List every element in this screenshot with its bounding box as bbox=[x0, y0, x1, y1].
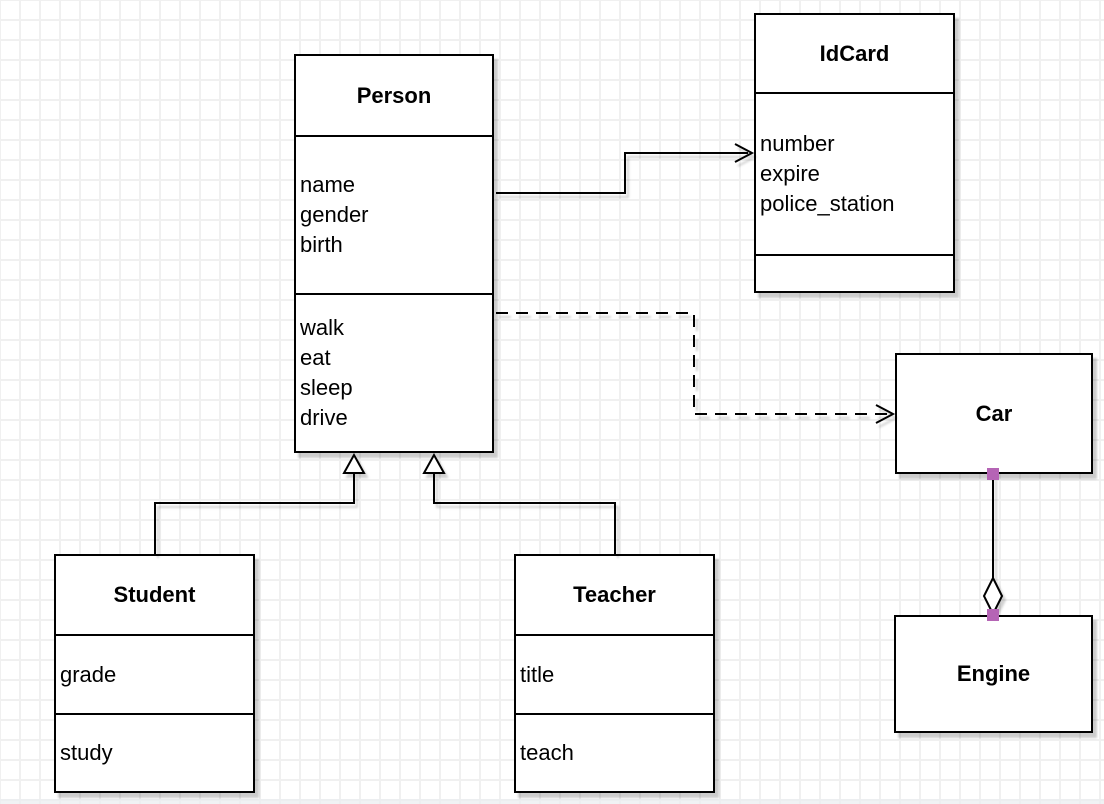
generalization-teacher-to-person[interactable] bbox=[433, 473, 616, 554]
hollow-diamond-icon bbox=[982, 575, 1004, 617]
canvas-bottom-edge bbox=[0, 799, 1104, 804]
class-title: Student bbox=[113, 582, 196, 607]
class-title: Car bbox=[975, 400, 1013, 426]
method-row: eat bbox=[300, 345, 331, 370]
open-arrowhead-icon bbox=[734, 143, 755, 163]
class-title: IdCard bbox=[819, 40, 890, 66]
attribute-row: police_station bbox=[760, 191, 895, 216]
methods-section: study bbox=[56, 713, 253, 791]
attributes-section: name gender birth bbox=[296, 135, 492, 293]
attribute-row: name bbox=[300, 172, 356, 197]
method-row: study bbox=[60, 740, 113, 765]
association-person-to-idcard[interactable] bbox=[496, 152, 748, 194]
attribute-row: birth bbox=[300, 232, 343, 257]
hollow-triangle-icon bbox=[422, 452, 446, 474]
attribute-row: gender bbox=[300, 202, 369, 227]
class-box-teacher[interactable]: Teacher title teach bbox=[514, 554, 715, 793]
class-box-student[interactable]: Student grade study bbox=[54, 554, 255, 793]
class-title: Person bbox=[356, 82, 432, 108]
method-row: teach bbox=[520, 740, 574, 765]
attributes-section: number expire police_station bbox=[756, 92, 953, 254]
class-box-engine[interactable]: Engine bbox=[894, 615, 1093, 733]
attribute-row: title bbox=[520, 661, 555, 687]
method-row: sleep bbox=[300, 375, 353, 400]
open-arrowhead-icon bbox=[875, 404, 896, 424]
attribute-row: expire bbox=[760, 161, 820, 186]
class-box-idcard[interactable]: IdCard number expire police_station bbox=[754, 13, 955, 293]
attribute-row: number bbox=[760, 131, 835, 156]
class-box-person[interactable]: Person name gender birth walk eat sleep … bbox=[294, 54, 494, 453]
attribute-row: grade bbox=[60, 661, 117, 687]
method-row: drive bbox=[300, 405, 348, 430]
class-title: Teacher bbox=[573, 582, 656, 607]
method-row: walk bbox=[300, 315, 345, 340]
attributes-section: title bbox=[516, 634, 713, 713]
attributes-section: grade bbox=[56, 634, 253, 713]
class-title: Engine bbox=[956, 661, 1031, 686]
hollow-triangle-icon bbox=[342, 452, 366, 474]
generalization-student-to-person[interactable] bbox=[154, 473, 355, 554]
class-box-car[interactable]: Car bbox=[895, 353, 1093, 474]
methods-section-empty bbox=[756, 254, 953, 291]
methods-section: teach bbox=[516, 713, 713, 791]
methods-section: walk eat sleep drive bbox=[296, 293, 492, 451]
dependency-person-to-car[interactable] bbox=[496, 312, 888, 415]
